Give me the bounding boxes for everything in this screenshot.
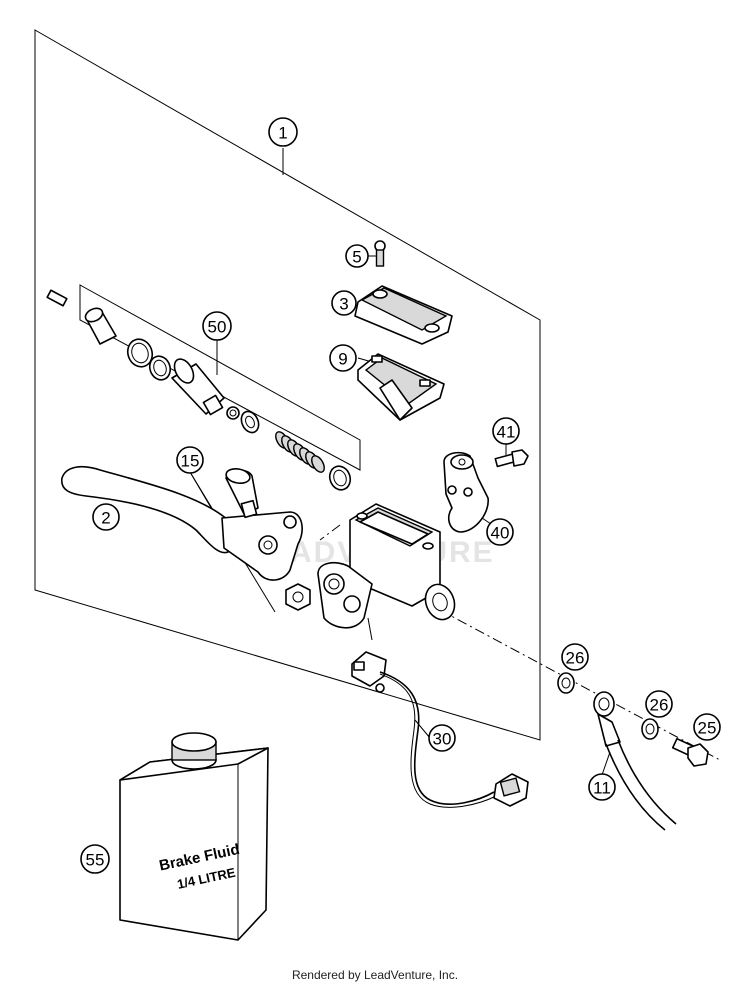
callout-5: 5 xyxy=(345,244,369,268)
svg-text:40: 40 xyxy=(491,524,510,543)
clamp-part-40 xyxy=(443,451,489,533)
svg-text:26: 26 xyxy=(650,696,669,715)
callout-41: 41 xyxy=(492,417,520,445)
svg-text:50: 50 xyxy=(208,318,227,337)
diaphragm-part-9 xyxy=(357,353,445,421)
callout-3: 3 xyxy=(331,290,357,316)
callout-11: 11 xyxy=(588,773,616,801)
banjo-bolt-part-25 xyxy=(671,737,709,767)
callout-26-upper: 26 xyxy=(561,643,589,671)
reservoir-cover-part-3 xyxy=(354,285,453,345)
pivot-bolt-part-15 xyxy=(225,467,311,611)
svg-text:41: 41 xyxy=(497,423,516,442)
svg-text:25: 25 xyxy=(698,719,717,738)
washer-part-26-lower xyxy=(641,718,659,740)
callout-50: 50 xyxy=(202,311,232,341)
brake-lever-part-2 xyxy=(61,465,303,581)
callout-40: 40 xyxy=(486,518,514,546)
svg-text:5: 5 xyxy=(352,248,361,267)
callout-2: 2 xyxy=(92,503,120,531)
svg-text:1: 1 xyxy=(278,124,287,143)
callout-1: 1 xyxy=(268,117,298,147)
svg-text:15: 15 xyxy=(181,452,200,471)
callout-9: 9 xyxy=(329,344,357,372)
callout-55: 55 xyxy=(80,844,110,874)
svg-text:26: 26 xyxy=(566,649,585,668)
callout-15: 15 xyxy=(176,446,204,474)
svg-text:11: 11 xyxy=(593,779,611,798)
footer-credit: Rendered by LeadVenture, Inc. xyxy=(291,968,459,982)
callout-30: 30 xyxy=(428,724,456,752)
svg-text:2: 2 xyxy=(101,509,110,528)
piston-kit-part-50 xyxy=(46,289,352,491)
brake-line-part-11 xyxy=(593,691,677,831)
master-cylinder-body xyxy=(317,503,456,629)
washer-part-26-upper xyxy=(557,672,575,694)
brake-fluid-can-part-55: Brake Fluid 1/4 LITRE xyxy=(119,732,269,941)
callout-25: 25 xyxy=(693,713,721,741)
screw-part-5 xyxy=(374,240,386,267)
svg-text:9: 9 xyxy=(338,350,347,369)
brake-switch-part-30 xyxy=(351,617,529,808)
svg-text:3: 3 xyxy=(339,295,348,314)
svg-text:30: 30 xyxy=(433,730,452,749)
bolt-part-41 xyxy=(494,449,529,468)
assembly-frame xyxy=(34,29,541,741)
svg-text:55: 55 xyxy=(86,851,105,870)
callout-26-lower: 26 xyxy=(645,690,673,718)
